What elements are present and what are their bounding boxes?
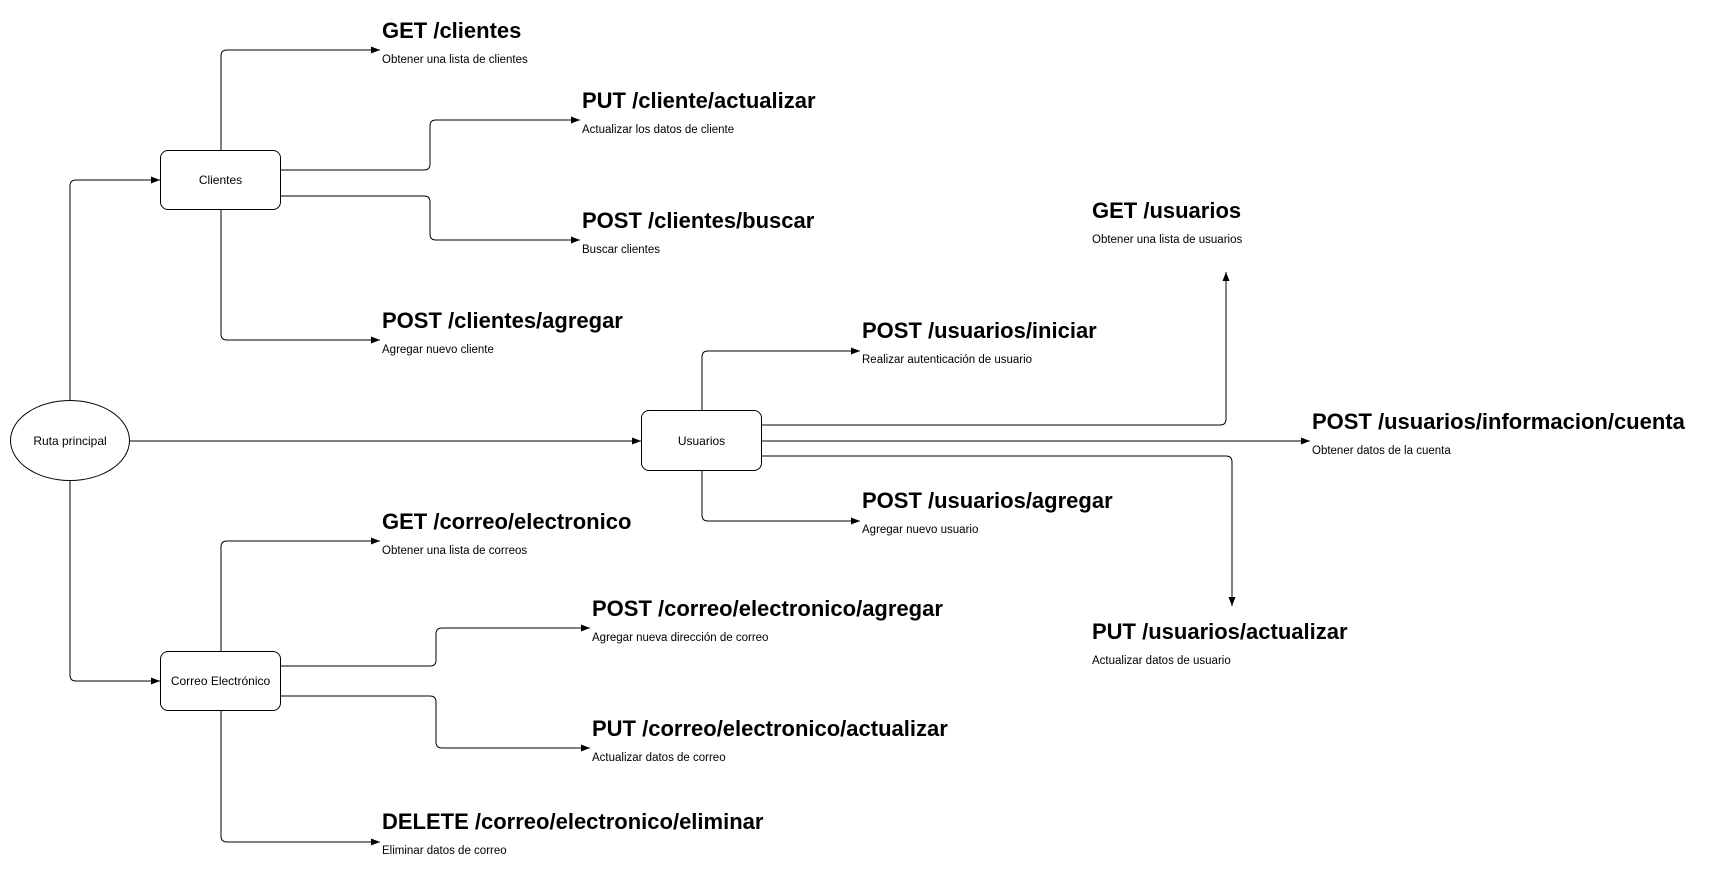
- edge-correo-eliminar: [220, 711, 380, 846]
- endpoint-post-correo-agregar: POST /correo/electronico/agregar Agregar…: [592, 596, 943, 645]
- endpoint-post-clientes-buscar: POST /clientes/buscar Buscar clientes: [582, 208, 814, 257]
- endpoint-put-cliente-actualizar: PUT /cliente/actualizar Actualizar los d…: [582, 88, 816, 137]
- root-node[interactable]: Ruta principal: [10, 400, 130, 481]
- endpoint-desc: Eliminar datos de correo: [382, 845, 507, 857]
- endpoint-desc: Obtener datos de la cuenta: [1312, 445, 1451, 457]
- endpoint-title: POST /usuarios/informacion/cuenta: [1312, 409, 1685, 434]
- endpoint-desc: Buscar clientes: [582, 244, 660, 256]
- endpoint-title: POST /correo/electronico/agregar: [592, 596, 943, 621]
- endpoint-desc: Actualizar datos de usuario: [1092, 655, 1231, 667]
- endpoint-desc: Realizar autenticación de usuario: [862, 354, 1033, 366]
- edge-clientes-put: [281, 116, 580, 171]
- endpoint-desc: Actualizar datos de correo: [592, 752, 726, 764]
- endpoint-desc: Agregar nuevo usuario: [862, 524, 979, 536]
- endpoint-title: GET /usuarios: [1092, 198, 1242, 223]
- clientes-node[interactable]: Clientes: [160, 150, 281, 210]
- edge-root-correo: [69, 480, 160, 685]
- endpoint-get-usuarios: GET /usuarios Obtener una lista de usuar…: [1092, 198, 1242, 247]
- edge-correo-get: [220, 537, 380, 651]
- edge-usuarios-iniciar: [701, 347, 860, 410]
- endpoint-desc: Agregar nueva dirección de correo: [592, 632, 769, 644]
- usuarios-node[interactable]: Usuarios: [641, 410, 762, 471]
- endpoint-title: DELETE /correo/electronico/eliminar: [382, 809, 764, 834]
- endpoint-desc: Obtener una lista de clientes: [382, 54, 528, 66]
- edge-root-clientes: [69, 176, 160, 400]
- correo-node[interactable]: Correo Electrónico: [160, 651, 281, 711]
- endpoint-title: POST /usuarios/agregar: [862, 488, 1113, 513]
- endpoint-title: PUT /correo/electronico/actualizar: [592, 716, 948, 741]
- endpoint-post-clientes-agregar: POST /clientes/agregar Agregar nuevo cli…: [382, 308, 623, 357]
- endpoint-title: POST /clientes/buscar: [582, 208, 815, 233]
- endpoint-desc: Agregar nuevo cliente: [382, 344, 494, 356]
- edge-usuarios-get: [762, 272, 1230, 426]
- endpoint-delete-correo-eliminar: DELETE /correo/electronico/eliminar Elim…: [382, 809, 763, 858]
- endpoint-title: POST /clientes/agregar: [382, 308, 623, 333]
- endpoint-get-clientes: GET /clientes Obtener una lista de clien…: [382, 18, 528, 67]
- endpoint-get-correo-electronico: GET /correo/electronico Obtener una list…: [382, 509, 631, 558]
- edge-correo-agregar: [281, 624, 590, 667]
- edge-clientes-get: [220, 46, 380, 150]
- endpoint-post-usuarios-informacion-cuenta: POST /usuarios/informacion/cuenta Obtene…: [1312, 409, 1685, 458]
- endpoint-title: GET /correo/electronico: [382, 509, 632, 534]
- edge-usuarios-agregar: [701, 471, 860, 525]
- endpoint-title: POST /usuarios/iniciar: [862, 318, 1097, 343]
- edge-clientes-agregar: [220, 210, 380, 344]
- endpoint-put-correo-actualizar: PUT /correo/electronico/actualizar Actua…: [592, 716, 948, 765]
- endpoint-title: GET /clientes: [382, 18, 522, 43]
- edge-usuarios-put: [762, 455, 1236, 606]
- endpoint-desc: Obtener una lista de correos: [382, 545, 528, 557]
- endpoint-desc: Actualizar los datos de cliente: [582, 124, 735, 136]
- endpoint-put-usuarios-actualizar: PUT /usuarios/actualizar Actualizar dato…: [1092, 619, 1348, 668]
- endpoint-title: PUT /usuarios/actualizar: [1092, 619, 1348, 644]
- endpoint-post-usuarios-agregar: POST /usuarios/agregar Agregar nuevo usu…: [862, 488, 1113, 537]
- endpoint-desc: Obtener una lista de usuarios: [1092, 234, 1243, 246]
- edge-clientes-buscar: [281, 195, 580, 244]
- endpoint-post-usuarios-iniciar: POST /usuarios/iniciar Realizar autentic…: [862, 318, 1097, 367]
- endpoint-title: PUT /cliente/actualizar: [582, 88, 816, 113]
- edge-correo-actualizar: [281, 695, 590, 752]
